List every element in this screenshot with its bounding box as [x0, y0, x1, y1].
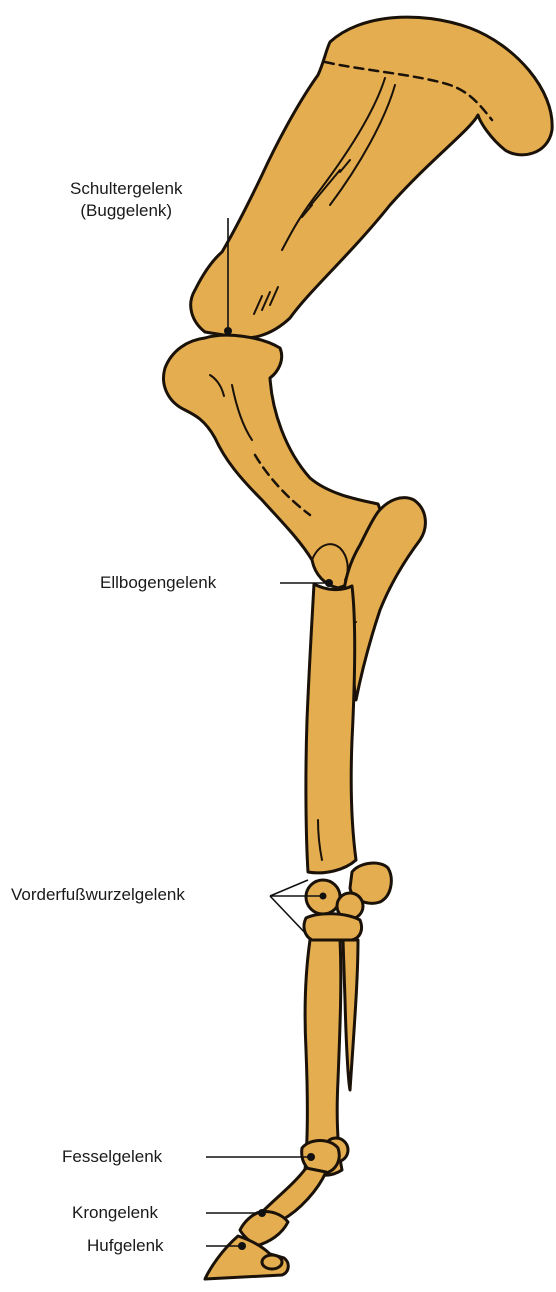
- shoulder-marker: [224, 327, 232, 335]
- shoulder-joint-label-line2: (Buggelenk): [70, 200, 182, 222]
- splint-bone: [343, 940, 358, 1090]
- coffin-joint-label: Hufgelenk: [87, 1235, 164, 1257]
- carpal-joint-label: Vorderfußwurzelgelenk: [11, 884, 185, 906]
- shoulder-joint-label: Schultergelenk (Buggelenk): [70, 178, 182, 222]
- humerus-bone: [164, 335, 382, 588]
- fetlock-marker: [307, 1153, 315, 1161]
- shoulder-joint-label-line1: Schultergelenk: [70, 178, 182, 200]
- coffin-marker: [238, 1242, 246, 1250]
- pastern-marker: [258, 1209, 266, 1217]
- carpal-marker: [320, 893, 327, 900]
- elbow-joint-label: Ellbogengelenk: [100, 572, 216, 594]
- pastern-joint-label: Krongelenk: [72, 1202, 158, 1224]
- radius-bone: [306, 584, 356, 873]
- elbow-marker: [325, 579, 333, 587]
- fetlock-joint-label: Fesselgelenk: [62, 1146, 162, 1168]
- navicular-bone: [262, 1255, 282, 1269]
- carpal-bone-3: [304, 914, 362, 940]
- scapula-bone: [191, 17, 552, 338]
